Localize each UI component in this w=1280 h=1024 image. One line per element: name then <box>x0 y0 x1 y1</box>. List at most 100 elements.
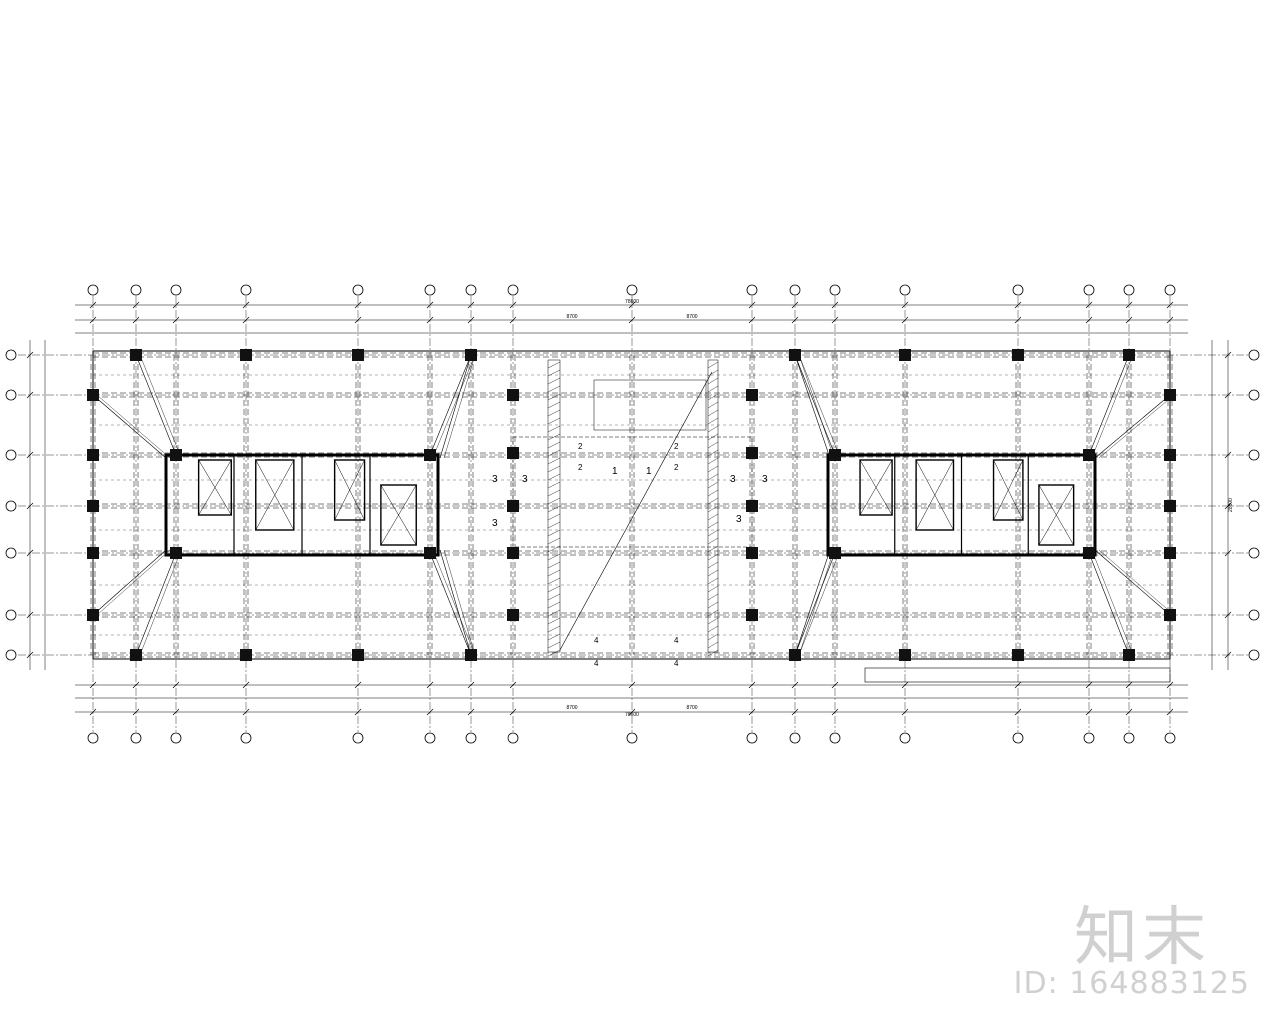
diagonal-beam <box>794 549 831 656</box>
dimension-tick <box>1085 681 1093 689</box>
zone-label: 3 <box>492 518 498 529</box>
hatch-line <box>707 489 719 497</box>
hatch-line <box>707 601 719 609</box>
zone-label: 3 <box>522 474 528 485</box>
diagonal-beam <box>96 549 171 616</box>
column <box>1083 449 1095 461</box>
diagonal-beam <box>798 354 840 456</box>
dimension-tick <box>467 681 475 689</box>
shaft-wall <box>380 484 417 546</box>
column <box>1164 389 1176 401</box>
hatch-line <box>547 441 561 449</box>
diagonal-beam <box>1092 552 1134 656</box>
center-bay-dim-1: 8700 <box>566 314 577 320</box>
dimension-tick <box>1224 451 1232 459</box>
dimension-tick <box>1125 708 1133 716</box>
column <box>507 547 519 559</box>
dimension-tick <box>89 316 97 324</box>
dimension-tick <box>172 681 180 689</box>
hatch-line <box>707 609 719 617</box>
axis-bubble <box>1248 500 1260 512</box>
dimension-tick <box>748 708 756 716</box>
diagonal-beam <box>443 354 476 459</box>
dimension-tick <box>831 301 839 309</box>
zone-label: 2 <box>578 442 583 451</box>
hatch-line <box>707 361 719 369</box>
hatch-line <box>547 409 561 417</box>
axis-bubble <box>746 732 758 744</box>
hatch-line <box>547 457 561 465</box>
axis-bubble <box>1012 732 1024 744</box>
dimension-lines <box>26 301 1232 716</box>
axis-bubble <box>424 284 436 296</box>
diagonal-beam <box>433 354 476 456</box>
hatch-line <box>547 561 561 569</box>
column <box>87 547 99 559</box>
axis-bubble <box>5 449 17 461</box>
dimension-tick <box>26 549 34 557</box>
top-total-dimension: 78600 <box>625 299 639 305</box>
axis-bubble <box>1012 284 1024 296</box>
column <box>746 609 758 621</box>
center-bay-dim-2: 8700 <box>686 314 697 320</box>
hatch-line <box>547 417 561 425</box>
diagonal-beam <box>135 552 177 656</box>
watermark-id: ID: 164883125 <box>1013 966 1250 1001</box>
dimension-tick <box>26 451 34 459</box>
hatch-line <box>707 473 719 481</box>
dimension-tick <box>628 301 636 309</box>
axis-bubble <box>1164 284 1176 296</box>
diagonal-beam <box>794 354 831 459</box>
hatch-line <box>547 393 561 401</box>
dimension-tick <box>509 708 517 716</box>
axis-bubble <box>899 732 911 744</box>
column <box>507 447 519 459</box>
dimension-tick <box>467 708 475 716</box>
hatch-line <box>547 609 561 617</box>
axis-bubble <box>1248 349 1260 361</box>
dimension-tick <box>26 351 34 359</box>
diagonal-beam <box>92 549 167 616</box>
column <box>507 609 519 621</box>
hatch-line <box>547 465 561 473</box>
axis-bubble <box>1123 284 1135 296</box>
diagonal-beam <box>1098 549 1175 616</box>
hatch-line <box>547 617 561 625</box>
axis-bubble <box>130 732 142 744</box>
axis-bubble <box>5 500 17 512</box>
dimension-tick <box>628 316 636 324</box>
hatch-line <box>707 569 719 577</box>
diagonal-beam <box>433 552 476 656</box>
dimension-tick <box>1224 611 1232 619</box>
axis-bubble <box>5 609 17 621</box>
diagonal-beam <box>1094 394 1171 459</box>
axis-bubble <box>5 389 17 401</box>
column <box>829 449 841 461</box>
diagonal-beam <box>1088 354 1130 456</box>
hatch-line <box>547 593 561 601</box>
dimension-tick <box>426 708 434 716</box>
column <box>1012 349 1024 361</box>
column <box>87 389 99 401</box>
dimension-tick <box>791 708 799 716</box>
zone-label: 3 <box>492 474 498 485</box>
axis-bubble <box>1083 732 1095 744</box>
center-bay-dim-3: 8700 <box>566 705 577 711</box>
hatch-line <box>707 641 719 649</box>
diagonal-beam <box>794 354 836 456</box>
dimension-tick <box>1125 301 1133 309</box>
axis-bubble <box>240 284 252 296</box>
dimension-tick <box>1085 708 1093 716</box>
diagonal-beam <box>1088 552 1130 656</box>
hatch-line <box>707 561 719 569</box>
axis-grid <box>5 284 1260 744</box>
axis-bubble <box>626 732 638 744</box>
column <box>899 649 911 661</box>
hatch-line <box>707 529 719 537</box>
column <box>465 349 477 361</box>
axis-bubble <box>5 349 17 361</box>
zone-label: 2 <box>674 463 679 472</box>
column <box>746 447 758 459</box>
dimension-tick <box>1085 301 1093 309</box>
